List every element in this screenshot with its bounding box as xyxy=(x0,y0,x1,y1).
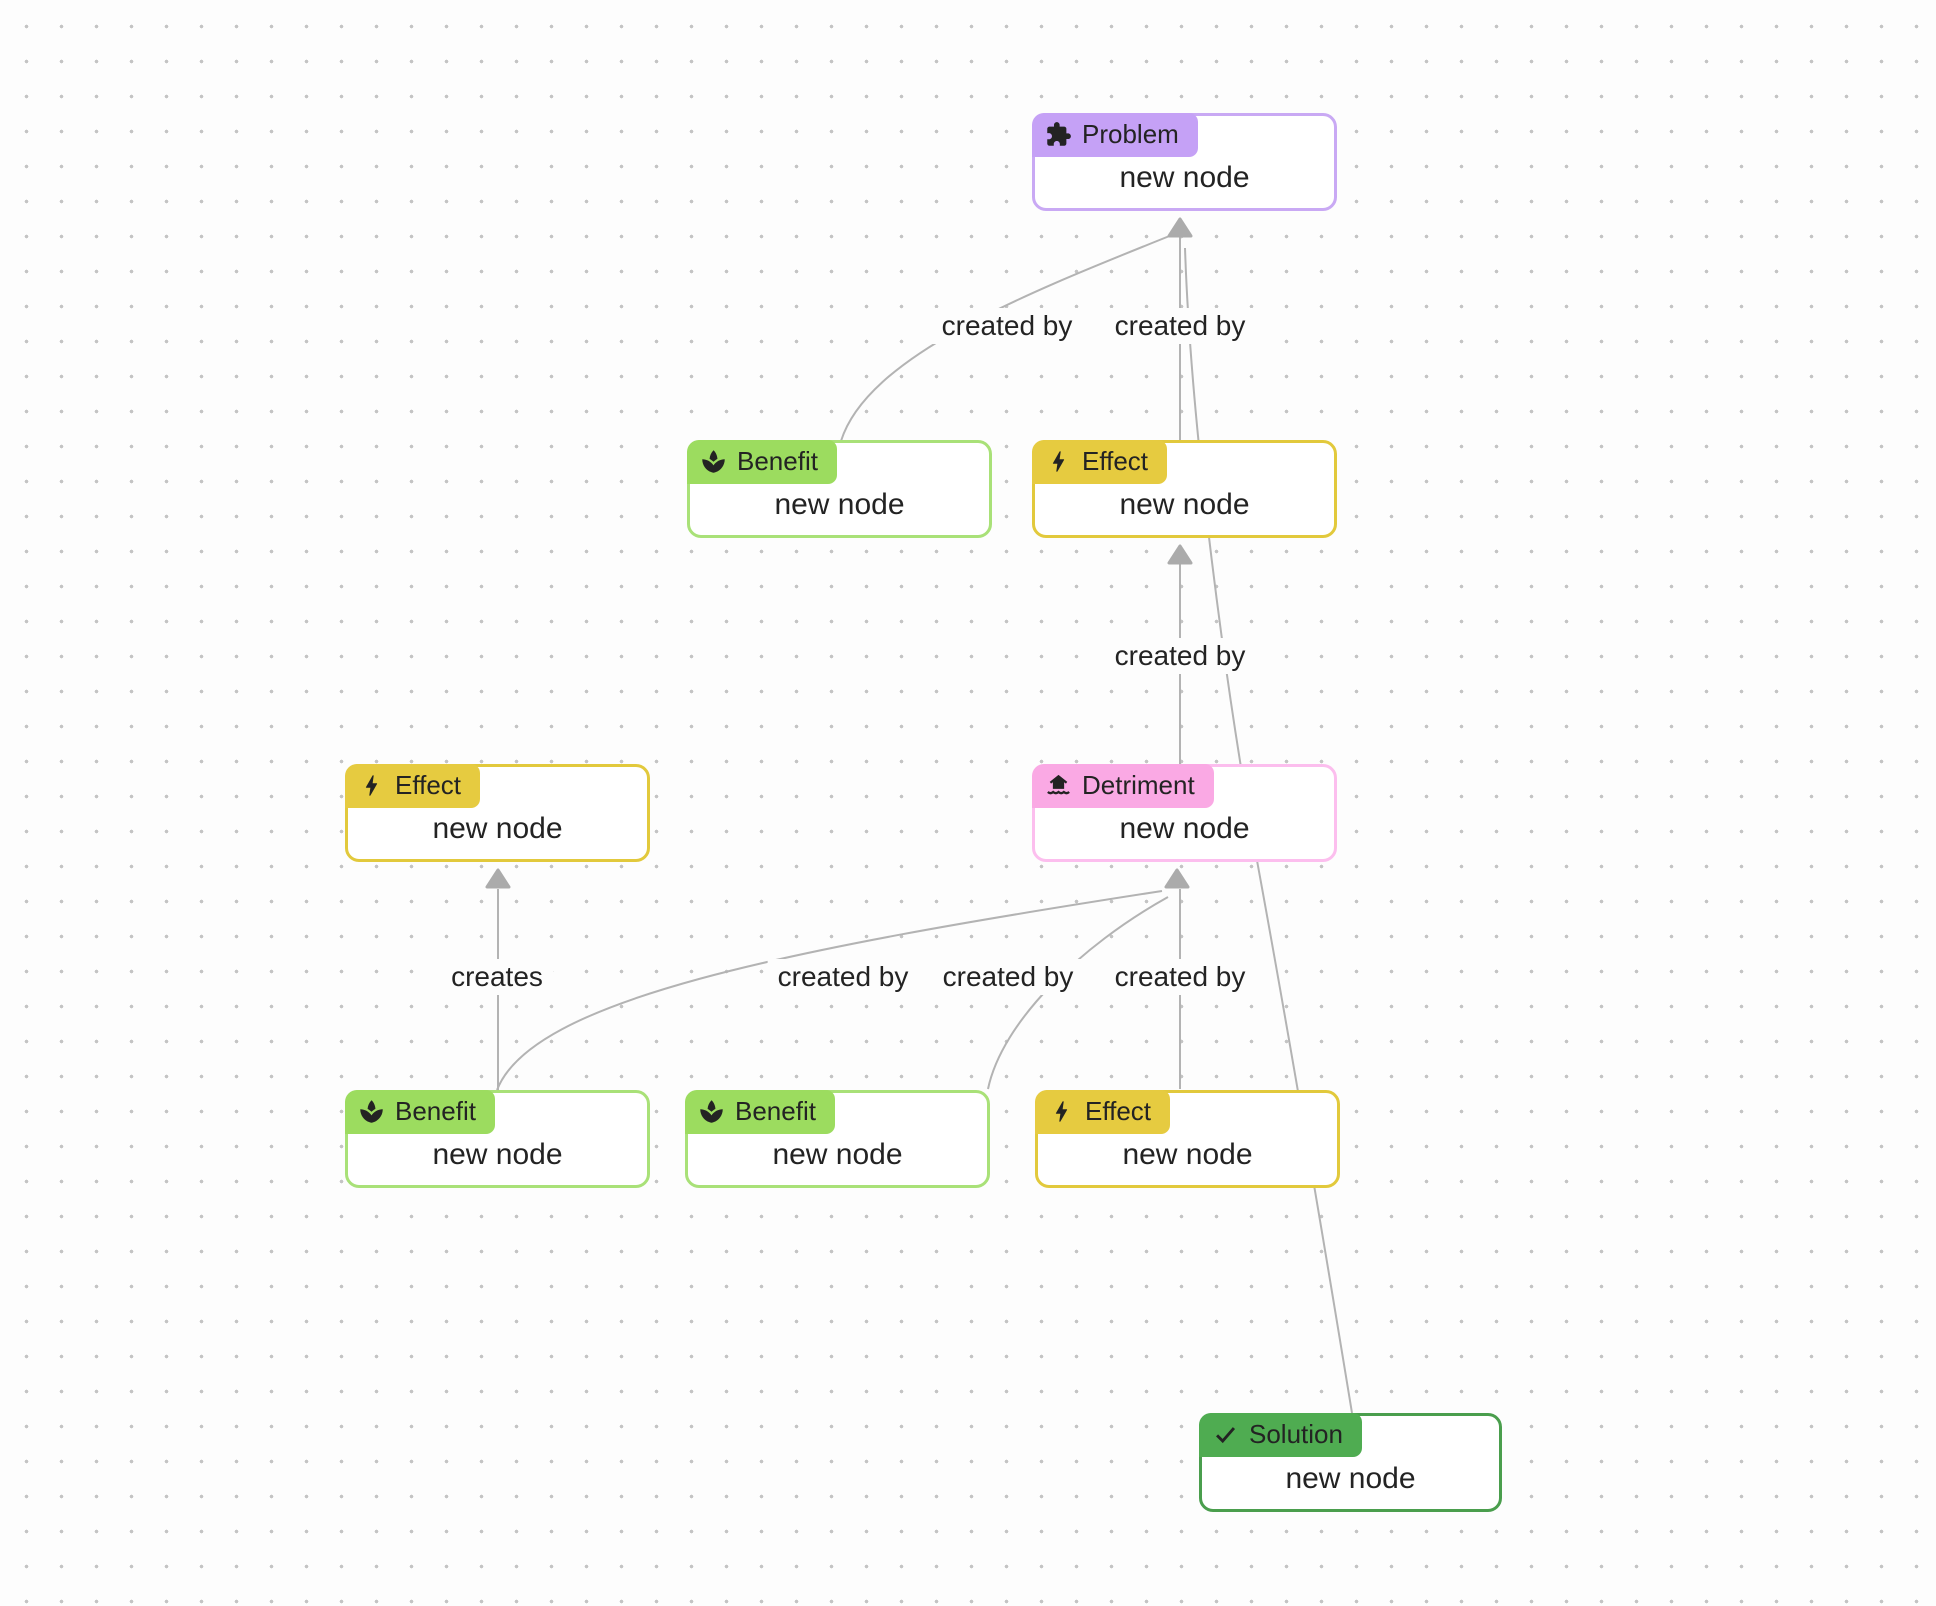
node-title: new node xyxy=(1285,1461,1416,1495)
node-title: new node xyxy=(774,488,905,521)
node-type-label: Benefit xyxy=(737,446,818,476)
node-benefit[interactable]: Benefit new node xyxy=(345,1090,650,1188)
flower-icon xyxy=(358,1098,385,1125)
flower-icon xyxy=(698,1098,725,1125)
node-title: new node xyxy=(1119,161,1250,194)
bolt-icon xyxy=(358,772,385,799)
edge-label[interactable]: created by xyxy=(1104,638,1256,674)
node-detriment[interactable]: Detriment new node xyxy=(1032,764,1337,862)
node-type-label: Effect xyxy=(1085,1096,1152,1126)
node-problem[interactable]: Problem new node xyxy=(1032,113,1337,211)
node-solution[interactable]: Solution new node xyxy=(1199,1413,1502,1512)
edge-label[interactable]: created by xyxy=(931,308,1083,344)
node-benefit[interactable]: Benefit new node xyxy=(687,440,992,538)
node-type-label: Problem xyxy=(1082,119,1179,149)
node-title: new node xyxy=(432,812,563,845)
node-effect[interactable]: Effect new node xyxy=(345,764,650,862)
flood-icon xyxy=(1045,772,1072,799)
node-type-label: Detriment xyxy=(1082,770,1195,800)
node-type-badge: Benefit xyxy=(685,1090,835,1134)
node-type-badge: Benefit xyxy=(345,1090,495,1134)
node-benefit[interactable]: Benefit new node xyxy=(685,1090,990,1188)
node-type-badge: Effect xyxy=(345,764,481,808)
node-type-badge: Problem xyxy=(1032,113,1198,157)
node-type-label: Effect xyxy=(1082,446,1149,476)
node-type-badge: Effect xyxy=(1032,440,1168,484)
node-effect[interactable]: Effect new node xyxy=(1032,440,1337,538)
check-icon xyxy=(1212,1421,1239,1448)
node-type-badge: Solution xyxy=(1199,1413,1362,1457)
node-type-badge: Detriment xyxy=(1032,764,1214,808)
edge-arrowhead xyxy=(1167,217,1193,238)
edge-label[interactable]: created by xyxy=(767,959,919,995)
bolt-icon xyxy=(1045,448,1072,475)
node-title: new node xyxy=(772,1138,903,1171)
edge-arrowhead xyxy=(1164,868,1190,889)
node-title: new node xyxy=(1119,812,1250,845)
edge-label[interactable]: created by xyxy=(1104,959,1256,995)
edge-label[interactable]: creates xyxy=(441,959,553,995)
node-type-label: Solution xyxy=(1249,1419,1343,1449)
edge-arrowhead xyxy=(1167,544,1193,565)
edge-arrowhead xyxy=(485,868,511,889)
edge-label[interactable]: created by xyxy=(932,959,1084,995)
puzzle-icon xyxy=(1045,121,1072,148)
node-type-badge: Effect xyxy=(1035,1090,1171,1134)
edge-path[interactable] xyxy=(1184,247,1353,1414)
node-type-label: Effect xyxy=(395,770,462,800)
flower-icon xyxy=(700,448,727,475)
node-effect[interactable]: Effect new node xyxy=(1035,1090,1340,1188)
edge-path[interactable] xyxy=(496,890,1163,1091)
node-title: new node xyxy=(432,1138,563,1171)
node-title: new node xyxy=(1119,488,1250,521)
node-type-badge: Benefit xyxy=(687,440,837,484)
bolt-icon xyxy=(1048,1098,1075,1125)
edge-label[interactable]: created by xyxy=(1104,308,1256,344)
node-title: new node xyxy=(1122,1138,1253,1171)
node-type-label: Benefit xyxy=(395,1096,476,1126)
node-type-label: Benefit xyxy=(735,1096,816,1126)
